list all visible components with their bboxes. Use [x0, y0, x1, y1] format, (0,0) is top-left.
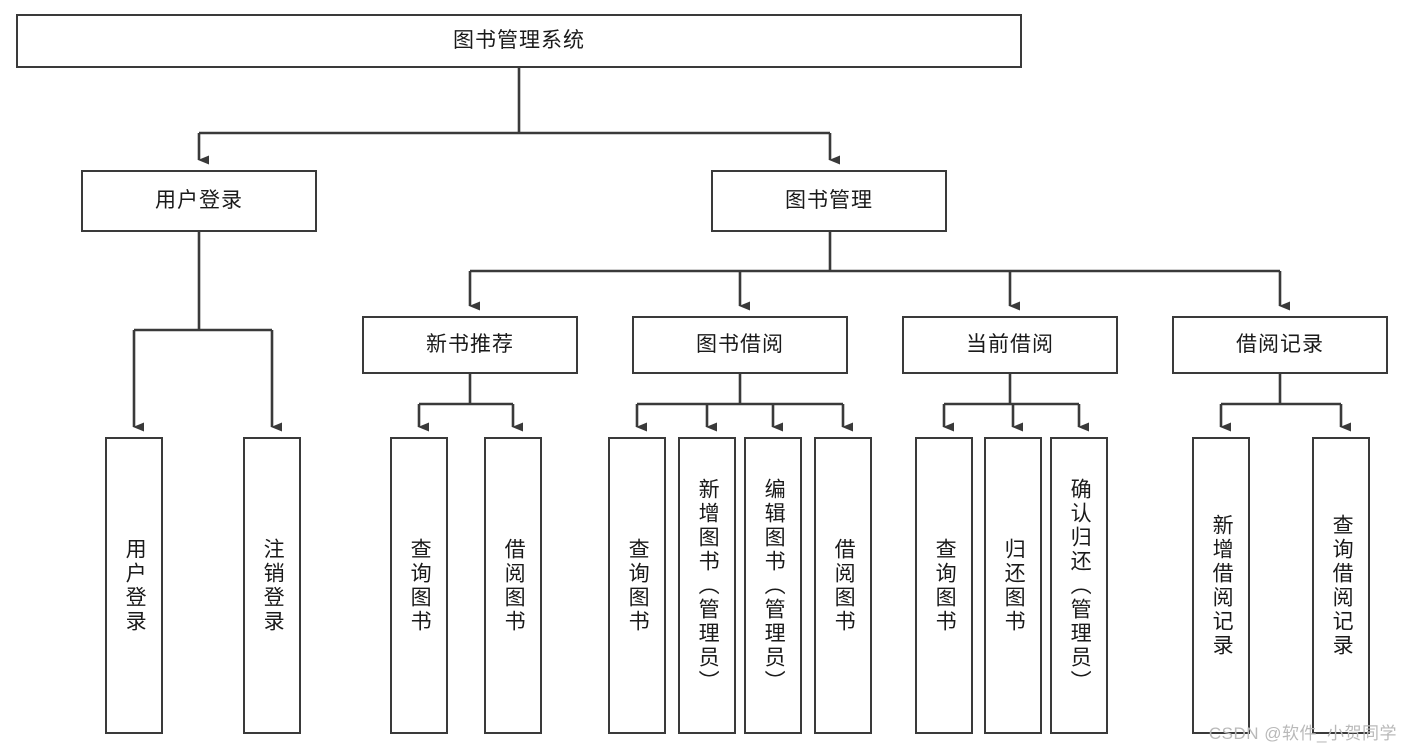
- node-current-borrow[interactable]: 当前借阅: [902, 316, 1118, 374]
- node-leaf-edit-book[interactable]: 编辑图书（管理员）: [744, 437, 802, 734]
- node-leaf-edit-book-label: 编辑图书（管理员）: [762, 477, 786, 694]
- node-leaf-add-book[interactable]: 新增图书（管理员）: [678, 437, 736, 734]
- node-leaf-add-record[interactable]: 新增借阅记录: [1192, 437, 1250, 734]
- node-borrow-record[interactable]: 借阅记录: [1172, 316, 1388, 374]
- node-leaf-user-login[interactable]: 用户登录: [105, 437, 163, 734]
- node-root[interactable]: 图书管理系统: [16, 14, 1022, 68]
- node-leaf-user-logout-label: 注销登录: [261, 537, 285, 634]
- node-root-label: 图书管理系统: [453, 29, 585, 53]
- node-book-borrow[interactable]: 图书借阅: [632, 316, 848, 374]
- node-leaf-return-book-label: 归还图书: [1002, 537, 1026, 634]
- node-leaf-borrow-book-2[interactable]: 借阅图书: [814, 437, 872, 734]
- node-leaf-query-book-1-label: 查询图书: [408, 537, 432, 634]
- node-leaf-user-login-label: 用户登录: [123, 537, 147, 634]
- node-leaf-user-logout[interactable]: 注销登录: [243, 437, 301, 734]
- node-leaf-add-record-label: 新增借阅记录: [1210, 513, 1234, 658]
- node-leaf-borrow-book-2-label: 借阅图书: [832, 537, 856, 634]
- node-leaf-query-book-3-label: 查询图书: [933, 537, 957, 634]
- node-leaf-query-record-label: 查询借阅记录: [1330, 513, 1354, 658]
- node-new-book-rec-label: 新书推荐: [426, 333, 514, 357]
- node-book-manage[interactable]: 图书管理: [711, 170, 947, 232]
- node-user-login[interactable]: 用户登录: [81, 170, 317, 232]
- node-leaf-return-book[interactable]: 归还图书: [984, 437, 1042, 734]
- node-leaf-confirm-return[interactable]: 确认归还（管理员）: [1050, 437, 1108, 734]
- node-book-manage-label: 图书管理: [785, 189, 873, 213]
- node-leaf-borrow-book-1-label: 借阅图书: [502, 537, 526, 634]
- node-leaf-add-book-label: 新增图书（管理员）: [696, 477, 720, 694]
- node-leaf-query-book-2[interactable]: 查询图书: [608, 437, 666, 734]
- node-leaf-borrow-book-1[interactable]: 借阅图书: [484, 437, 542, 734]
- node-user-login-label: 用户登录: [155, 189, 243, 213]
- node-current-borrow-label: 当前借阅: [966, 333, 1054, 357]
- connectors: [132, 68, 1351, 432]
- node-leaf-query-book-1[interactable]: 查询图书: [390, 437, 448, 734]
- node-new-book-rec[interactable]: 新书推荐: [362, 316, 578, 374]
- node-leaf-query-book-3[interactable]: 查询图书: [915, 437, 973, 734]
- node-leaf-query-record[interactable]: 查询借阅记录: [1312, 437, 1370, 734]
- node-borrow-record-label: 借阅记录: [1236, 333, 1324, 357]
- node-leaf-query-book-2-label: 查询图书: [626, 537, 650, 634]
- node-leaf-confirm-return-label: 确认归还（管理员）: [1068, 477, 1092, 694]
- node-book-borrow-label: 图书借阅: [696, 333, 784, 357]
